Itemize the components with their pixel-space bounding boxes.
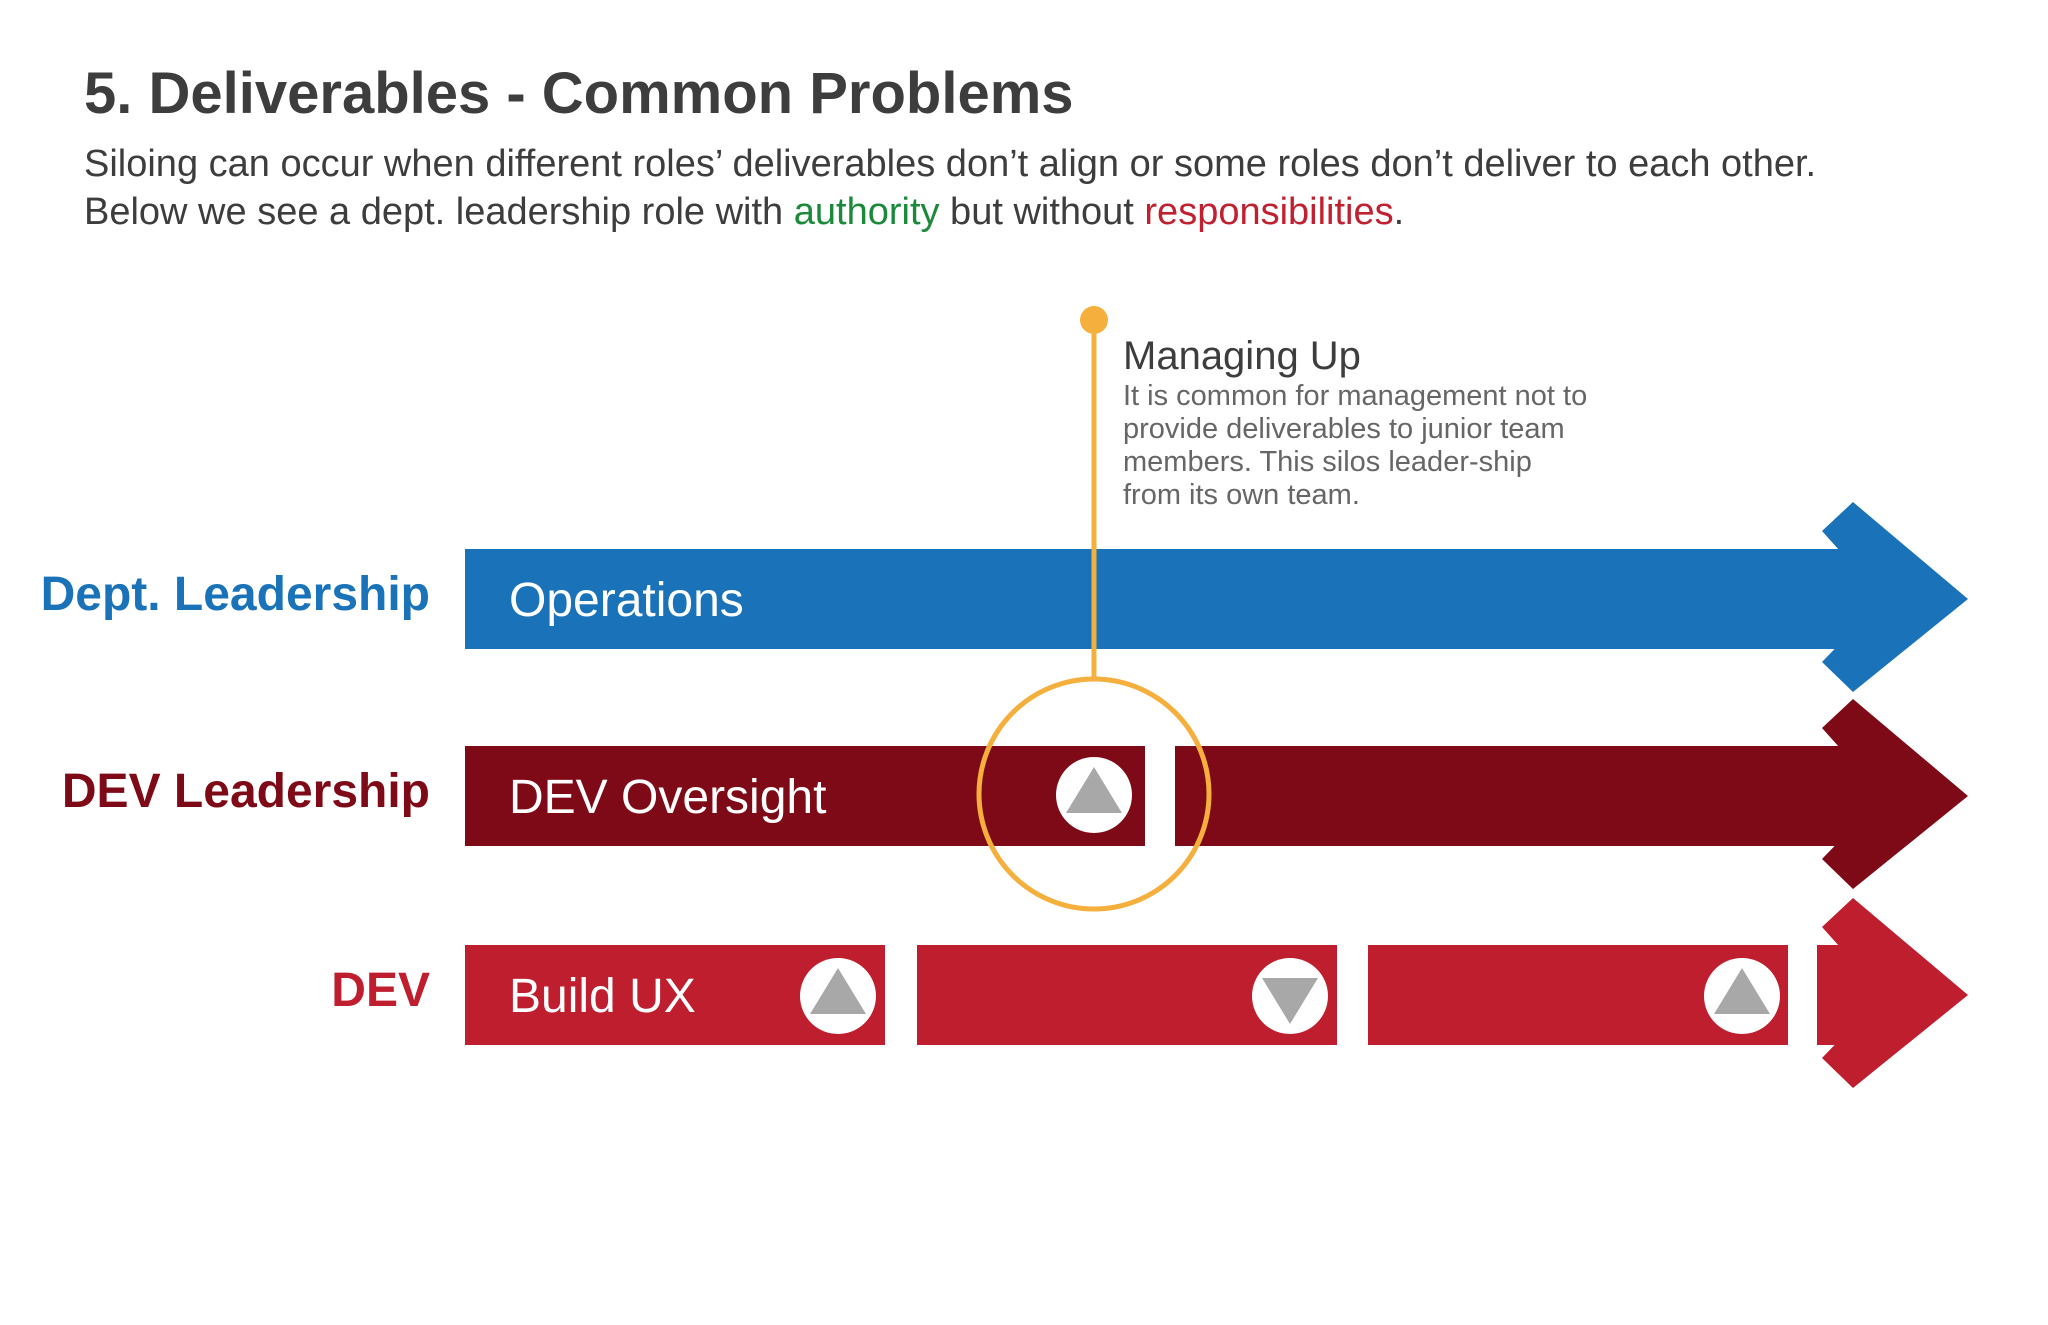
callout-body: It is common for management not to provi… (1123, 380, 1588, 511)
description-line-2-end: . (1393, 191, 1405, 233)
build-ux-bar-label: Build UX (509, 970, 696, 1023)
dev-oversight-arrow-head (1822, 699, 1968, 889)
marker-3 (1704, 958, 1780, 1034)
description-line-2-start: Below we see a dept. leadership role wit… (84, 191, 794, 233)
callout-highlight-ring (976, 676, 1212, 912)
managing-up-callout-graphic (976, 306, 1212, 912)
row-label-dev-leadership: DEV Leadership (61, 765, 430, 818)
managing-up-callout: Managing Up It is common for management … (1123, 332, 1643, 512)
marker-1 (800, 958, 876, 1034)
dev-oversight-segment-1 (465, 746, 1145, 846)
operations-arrow: Operations (465, 502, 1968, 692)
description-line-1: Siloing can occur when different roles’ … (84, 143, 1817, 185)
dev-oversight-bar-label: DEV Oversight (509, 771, 826, 824)
authority-highlight: authority (793, 191, 940, 233)
page-title: 5. Deliverables - Common Problems (84, 61, 1074, 126)
dev-oversight-arrow: DEV Oversight (465, 699, 1968, 889)
triangle-up-icon (810, 968, 866, 1014)
description-line-2-middle: but without (939, 191, 1145, 233)
build-ux-arrow-head (1822, 898, 1968, 1088)
triangle-up-icon (1066, 767, 1122, 813)
row-label-dept-leadership: Dept. Leadership (40, 568, 430, 621)
callout-connector-dot (1080, 306, 1108, 334)
operations-bar (465, 549, 1895, 649)
description: Siloing can occur when different roles’ … (84, 140, 1816, 236)
responsibilities-highlight: responsibilities (1144, 191, 1394, 233)
marker-2 (1252, 958, 1328, 1034)
triangle-up-icon (1714, 968, 1770, 1014)
row-label-dev: DEV (331, 964, 430, 1017)
dev-oversight-segment-2 (1175, 746, 1895, 846)
operations-arrow-head (1822, 502, 1968, 692)
operations-bar-label: Operations (509, 574, 744, 627)
callout-title: Managing Up (1123, 334, 1361, 378)
description-line-2: Below we see a dept. leadership role wit… (84, 188, 1816, 236)
triangle-down-icon (1262, 978, 1318, 1024)
